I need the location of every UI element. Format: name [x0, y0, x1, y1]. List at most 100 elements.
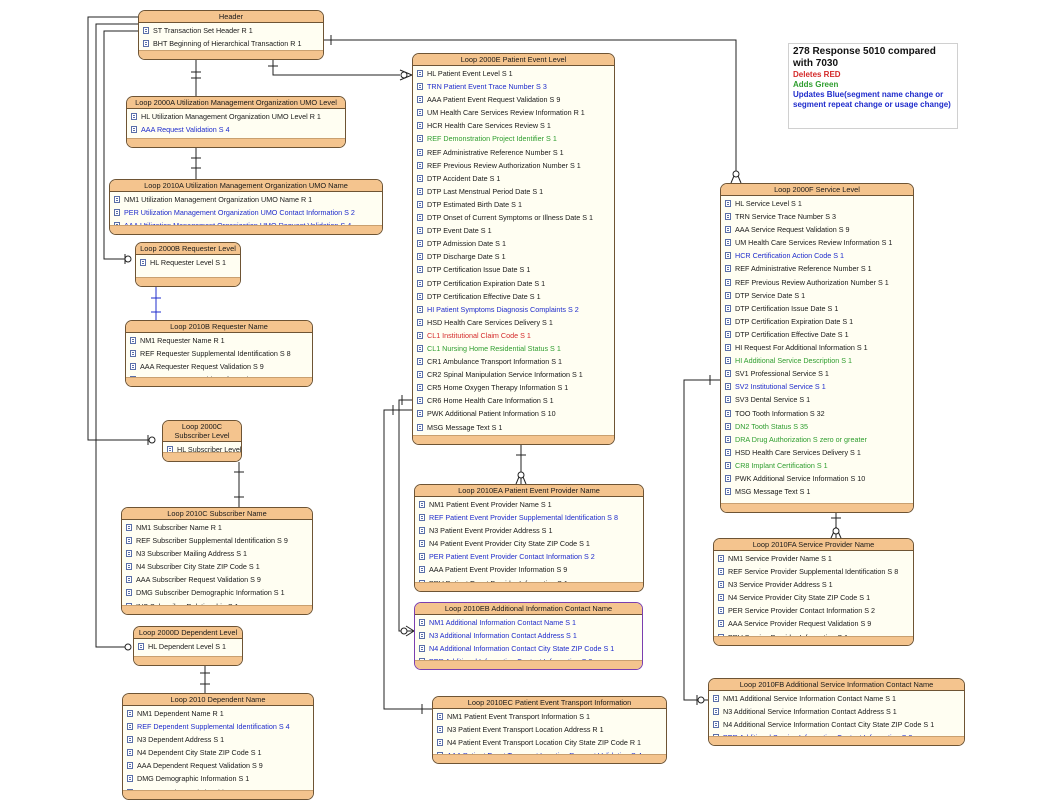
- segment-icon: [127, 762, 133, 770]
- segment-row: N3 Patient Event Provider Address S 1: [415, 524, 643, 537]
- segment-label: UM Health Care Services Review Informati…: [735, 238, 893, 248]
- segment-icon: [417, 227, 423, 235]
- segment-label: NM1 Additional Information Contact Name …: [429, 618, 577, 627]
- segment-icon: [725, 226, 731, 234]
- segment-icon: [417, 279, 423, 287]
- segment-label: HL Patient Event Level S 1: [427, 69, 513, 78]
- loop-footer: [123, 790, 313, 799]
- segment-icon: [417, 397, 423, 405]
- segment-icon: [140, 259, 146, 266]
- segment-row: N4 Service Provider City State ZIP Code …: [714, 591, 913, 604]
- segment-row: CL1 Nursing Home Residential Status S 1: [413, 342, 614, 355]
- loop-footer: [433, 754, 666, 763]
- segment-icon: [725, 383, 731, 391]
- segment-row: DTP Estimated Birth Date S 1: [413, 198, 614, 211]
- segment-label: DTP Service Date S 1: [735, 290, 806, 300]
- segment-label: DTP Certification Expiration Date S 1: [735, 316, 854, 326]
- loop-title: Loop 2000A Utilization Management Organi…: [127, 97, 345, 109]
- loop-title: Loop 2010C Subscriber Name: [122, 508, 312, 520]
- segment-icon: [417, 214, 423, 222]
- segment-icon: [127, 723, 133, 731]
- segment-row: N3 Patient Event Transport Location Addr…: [433, 723, 666, 736]
- segment-icon: [417, 200, 423, 208]
- segment-row: NM1 Subscriber Name R 1: [122, 521, 312, 534]
- segment-row: HCR Health Care Services Review S 1: [413, 119, 614, 132]
- segment-label: DTP Estimated Birth Date S 1: [427, 199, 522, 209]
- segment-label: AAA Service Request Validation S 9: [735, 225, 850, 235]
- segment-row: NM1 Utilization Management Organization …: [110, 193, 382, 206]
- segment-icon: [725, 396, 731, 404]
- segment-row: N3 Additional Information Contact Addres…: [415, 629, 642, 642]
- segment-row: HI Request For Additional Information S …: [721, 341, 913, 354]
- segment-label: AAA Patient Event Provider Information S…: [429, 565, 568, 575]
- segment-row: N4 Subscriber City State ZIP Code S 1: [122, 560, 312, 573]
- segment-row: PER Patient Event Provider Contact Infor…: [415, 550, 643, 563]
- loop-title: Loop 2010EB Additional Information Conta…: [415, 603, 642, 615]
- loop-footer: [415, 582, 643, 591]
- segment-icon: [130, 337, 136, 344]
- crowfoot-marker: [405, 625, 415, 637]
- segment-label: AAA Request Validation S 4: [141, 125, 230, 135]
- segment-row: AAA Service Request Validation S 9: [721, 223, 913, 236]
- segment-label: HI Request For Additional Information S …: [735, 343, 868, 353]
- segment-row: CR2 Spinal Manipulation Service Informat…: [413, 368, 614, 381]
- segment-label: AAA Subscriber Request Validation S 9: [136, 575, 261, 585]
- loop-footer: [126, 377, 312, 386]
- crowfoot-marker: [399, 69, 414, 81]
- optional-marker: [400, 71, 408, 79]
- segment-icon: [417, 305, 423, 313]
- segment-label: NM1 Service Provider Name S 1: [728, 554, 832, 563]
- segment-row: DRA Drug Authorization S zero or greater: [721, 433, 913, 446]
- segment-icon: [127, 710, 133, 717]
- segment-icon: [437, 713, 443, 720]
- segment-label: PER Patient Event Provider Contact Infor…: [429, 552, 595, 562]
- segment-row: REF Previous Review Authorization Number…: [413, 159, 614, 172]
- segment-label: REF Previous Review Authorization Number…: [735, 277, 889, 287]
- segment-label: TRN Patient Event Trace Number S 3: [427, 82, 547, 92]
- segment-label: DTP Certification Expiration Date S 1: [427, 278, 546, 288]
- segment-row: PER Service Provider Contact Information…: [714, 604, 913, 617]
- segment-label: N3 Dependent Address S 1: [137, 735, 225, 745]
- segment-label: NM1 Patient Event Transport Information …: [447, 712, 591, 721]
- segment-icon: [725, 304, 731, 312]
- segment-label: N3 Patient Event Provider Address S 1: [429, 526, 553, 536]
- segment-row: HL Patient Event Level S 1: [413, 67, 614, 80]
- segment-icon: [417, 318, 423, 326]
- one-marker: [151, 297, 161, 313]
- segment-label: CR5 Home Oxygen Therapy Information S 1: [427, 383, 569, 393]
- segment-label: REF Administrative Reference Number S 1: [735, 264, 872, 274]
- segment-icon: [725, 448, 731, 456]
- segment-icon: [725, 488, 731, 496]
- segment-row: NM1 Patient Event Transport Information …: [433, 710, 666, 723]
- legend-updates: Updates Blue(segment name change or segm…: [793, 90, 951, 109]
- segment-icon: [143, 40, 149, 48]
- loop-footer: [127, 138, 345, 147]
- segment-label: N4 Dependent City State ZIP Code S 1: [137, 748, 262, 758]
- segment-icon: [713, 695, 719, 702]
- loop-title: Loop 2010FB Additional Service Informati…: [709, 679, 964, 691]
- segment-row: TRN Patient Event Trace Number S 3: [413, 80, 614, 93]
- segment-label: PWK Additional Patient Information S 10: [427, 409, 556, 419]
- segment-row: DN2 Tooth Status S 35: [721, 420, 913, 433]
- segment-icon: [417, 384, 423, 392]
- segment-icon: [417, 344, 423, 352]
- segment-label: REF Previous Review Authorization Number…: [427, 160, 581, 170]
- loop-title: Header: [139, 11, 323, 23]
- segment-label: N3 Patient Event Transport Location Addr…: [447, 725, 604, 735]
- segment-icon: [126, 550, 132, 558]
- segment-row: ST Transaction Set Header R 1: [139, 24, 323, 37]
- segment-row: REF Administrative Reference Number S 1: [413, 146, 614, 159]
- loop-2010ec: Loop 2010EC Patient Event Transport Info…: [432, 696, 667, 764]
- loop-footer: [134, 656, 242, 665]
- segment-icon: [725, 409, 731, 417]
- segment-icon: [417, 358, 423, 366]
- segment-row: HL Requester Level S 1: [136, 256, 240, 269]
- segment-icon: [417, 96, 423, 104]
- segment-label: MSG Message Text S 1: [735, 487, 811, 497]
- legend-adds: Adds Green: [793, 80, 839, 89]
- segment-row: DTP Certification Expiration Date S 1: [413, 277, 614, 290]
